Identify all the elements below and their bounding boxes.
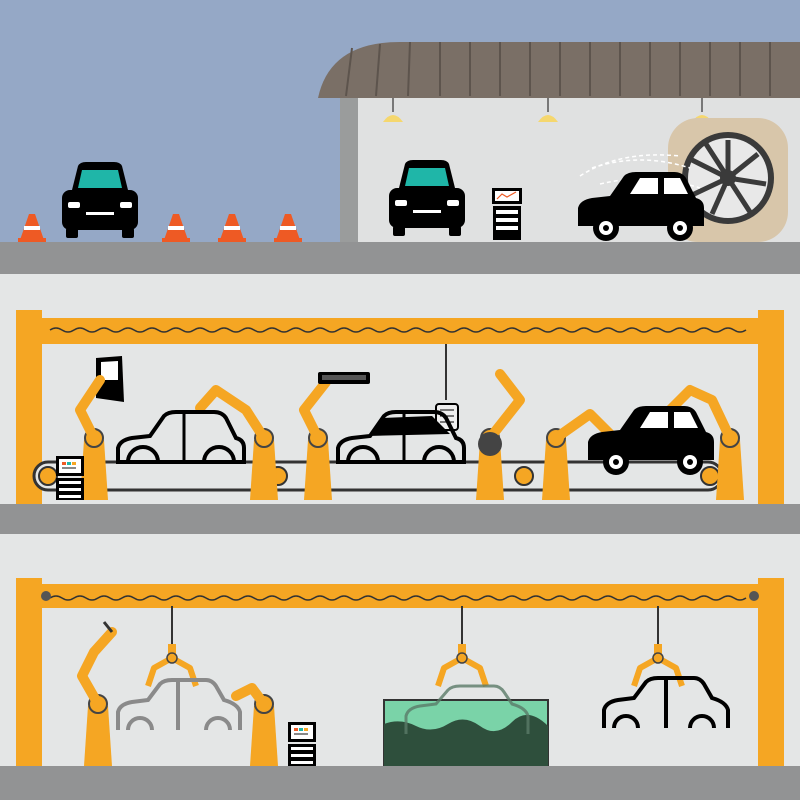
garage-pillar <box>340 90 358 242</box>
overhead-hoist-tool <box>318 372 370 384</box>
assembly-line-level <box>0 274 800 534</box>
raw-car-body <box>116 678 242 731</box>
robot-arm-icon <box>75 375 109 501</box>
gantry-frame <box>16 578 784 766</box>
robot-arm-icon <box>541 409 615 501</box>
dip-coating-level <box>0 534 800 800</box>
welding-robot <box>231 683 279 767</box>
wind-tunnel-fan <box>668 118 788 242</box>
testing-yard-level <box>0 0 800 274</box>
control-terminal <box>288 722 316 766</box>
ceiling-lamp-icon <box>383 98 403 122</box>
control-terminal <box>56 456 84 500</box>
diagnostic-cart <box>492 188 522 240</box>
overhead-rail <box>49 595 747 601</box>
robot-arm-icon <box>475 369 525 501</box>
robot-arm-icon <box>299 377 333 501</box>
car-door-part <box>96 356 124 402</box>
cable-track <box>49 327 747 333</box>
coated-car-body <box>602 676 730 729</box>
floor-slab <box>0 242 800 274</box>
ceiling-lamp-icon <box>538 98 558 122</box>
car-body <box>336 410 466 464</box>
welding-robot <box>77 621 117 767</box>
robot-arm-icon <box>195 385 279 501</box>
dip-tank <box>383 684 549 767</box>
floor-slab <box>0 504 800 534</box>
robot-arm-icon <box>665 385 745 501</box>
floor-slab <box>0 766 800 800</box>
fan-icon <box>682 132 774 224</box>
